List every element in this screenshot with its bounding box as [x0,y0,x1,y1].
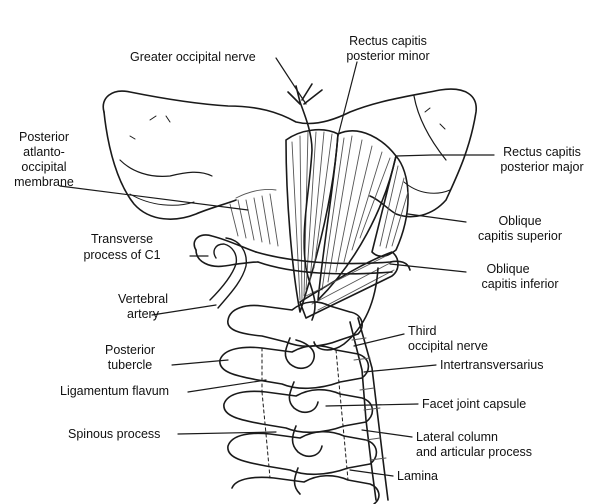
label-lig-flavum: Ligamentum flavum [60,384,170,398]
label-transverse-line2: process of C1 [83,248,161,262]
label-post-aom-line4: membrane [14,175,74,189]
label-facet-joint: Facet joint capsule [422,397,527,411]
label-post-aom-line2: atlanto- [23,145,65,159]
label-oblique-inf-line2: capitis inferior [481,277,559,291]
third-occipital-nerve [313,267,379,351]
label-lamina: Lamina [397,469,438,483]
label-lateral-col-line2: and articular process [416,445,533,459]
atlas-c1 [193,234,411,275]
label-rectus-minor-line1: Rectus capitis [349,34,427,48]
label-intertransversarius: Intertransversarius [440,358,544,372]
label-post-aom-line3: occipital [21,160,67,174]
label-third-occ-line2: occipital nerve [408,339,488,353]
label-rectus-major-line2: posterior major [500,160,584,174]
oblique-superior-muscle [371,155,409,258]
label-oblique-sup-line2: capitis superior [477,229,563,243]
label-vertebral-line2: artery [127,307,159,321]
rectus-major-muscle [317,130,397,301]
membrane-region [229,189,279,247]
occipital-bone [102,88,477,220]
vertebral-artery-shape [209,237,247,309]
label-post-aom-line1: Posterior [18,130,70,144]
lateral-column [349,317,389,501]
label-rectus-minor-line2: posterior minor [346,49,430,63]
label-rectus-major-line1: Rectus capitis [503,145,581,159]
greater-occipital-nerve [287,83,323,321]
label-post-tubercle-line1: Posterior [104,343,156,357]
label-vertebral-line1: Vertebral [117,292,169,306]
label-transverse-line1: Transverse [90,232,154,246]
label-spinous-process: Spinous process [68,427,161,441]
label-third-occ-line1: Third [408,324,437,338]
label-oblique-inf-line1: Oblique [486,262,530,276]
label-greater-occipital-nerve: Greater occipital nerve [130,50,256,64]
label-oblique-sup-line1: Oblique [498,214,542,228]
label-lateral-col-line1: Lateral column [416,430,498,444]
leader-lines [59,57,495,477]
label-post-tubercle-line2: tubercle [107,358,153,372]
